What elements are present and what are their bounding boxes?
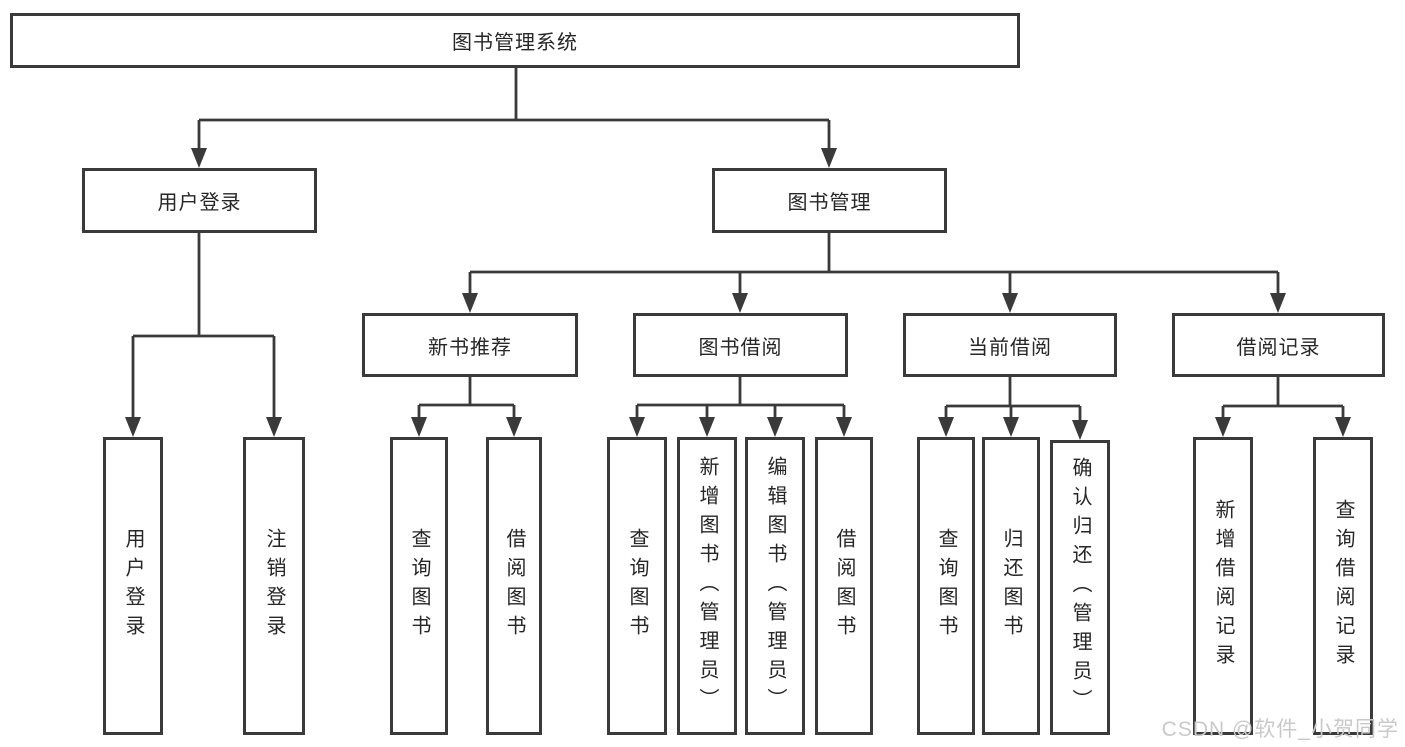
leaf-logout-label: 注销登录 — [263, 528, 285, 644]
connector-user-login — [131, 233, 276, 425]
node-book-management-label: 图书管理 — [787, 192, 872, 214]
leaf-query-borrow-record-label: 查询借阅记录 — [1332, 499, 1354, 673]
leaf-return-books: 归还图书 — [982, 437, 1040, 735]
node-book-management: 图书管理 — [712, 168, 947, 233]
leaf-borrow-books-borrow-label: 借阅图书 — [833, 528, 855, 644]
arrow-down-icon — [629, 417, 645, 437]
node-new-book-recommend-label: 新书推荐 — [428, 336, 512, 359]
node-root-label: 图书管理系统 — [452, 32, 578, 54]
leaf-add-books-admin-label: 新增图书（管理员） — [696, 455, 718, 717]
leaf-add-books-admin: 新增图书（管理员） — [677, 437, 737, 735]
node-root: 图书管理系统 — [10, 13, 1020, 68]
arrow-down-icon — [1002, 293, 1018, 313]
connector-new-book — [417, 377, 516, 425]
connector-book-management — [468, 233, 1280, 301]
node-user-login: 用户登录 — [82, 168, 317, 233]
arrow-down-icon — [699, 417, 715, 437]
leaf-user-login-label: 用户登录 — [122, 528, 144, 644]
arrow-down-icon — [821, 148, 837, 168]
leaf-edit-books-admin-label: 编辑图书（管理员） — [764, 455, 786, 717]
leaf-confirm-return-admin: 确认归还（管理员） — [1050, 440, 1110, 735]
arrowheads — [125, 148, 1351, 440]
arrow-down-icon — [732, 293, 748, 313]
arrow-down-icon — [125, 417, 141, 437]
leaf-query-books-current: 查询图书 — [917, 437, 975, 735]
leaf-user-login: 用户登录 — [103, 437, 163, 735]
leaf-query-books-recommend: 查询图书 — [390, 437, 448, 735]
leaf-query-books-borrow: 查询图书 — [607, 437, 667, 735]
leaf-edit-books-admin: 编辑图书（管理员） — [745, 437, 805, 735]
csdn-watermark: CSDN @软件_小贺同学 — [1161, 718, 1399, 741]
leaf-confirm-return-admin-label: 确认归还（管理员） — [1069, 457, 1091, 718]
leaf-return-books-label: 归还图书 — [1000, 528, 1022, 644]
node-user-login-label: 用户登录 — [157, 192, 242, 214]
arrow-down-icon — [938, 417, 954, 437]
arrow-down-icon — [767, 417, 783, 437]
arrow-down-icon — [1003, 417, 1019, 437]
leaf-borrow-books-borrow: 借阅图书 — [815, 437, 873, 735]
connector-root — [197, 68, 831, 156]
arrow-down-icon — [836, 417, 852, 437]
leaf-query-borrow-record: 查询借阅记录 — [1313, 437, 1373, 735]
node-book-borrow-label: 图书借阅 — [698, 336, 783, 359]
leaf-add-borrow-record-label: 新增借阅记录 — [1212, 499, 1234, 673]
leaf-query-books-recommend-label: 查询图书 — [408, 528, 430, 644]
arrow-down-icon — [1270, 293, 1286, 313]
arrow-down-icon — [266, 417, 282, 437]
node-borrow-records-label: 借阅记录 — [1236, 336, 1321, 359]
leaf-query-books-current-label: 查询图书 — [935, 528, 957, 644]
arrow-down-icon — [191, 148, 207, 168]
arrow-down-icon — [411, 417, 427, 437]
arrow-down-icon — [1215, 417, 1231, 437]
leaf-add-borrow-record: 新增借阅记录 — [1193, 437, 1253, 735]
arrow-down-icon — [462, 293, 478, 313]
node-current-borrow: 当前借阅 — [903, 313, 1117, 377]
node-book-borrow: 图书借阅 — [633, 313, 848, 377]
node-current-borrow-label: 当前借阅 — [968, 336, 1052, 359]
connector-book-borrow — [635, 377, 846, 425]
connector-borrow-records — [1221, 377, 1345, 425]
node-borrow-records: 借阅记录 — [1172, 313, 1385, 377]
connector-current-borrow — [944, 377, 1082, 428]
node-new-book-recommend: 新书推荐 — [362, 313, 578, 377]
arrow-down-icon — [1335, 417, 1351, 437]
arrow-down-icon — [1072, 420, 1088, 440]
leaf-borrow-books-recommend: 借阅图书 — [486, 437, 542, 735]
leaf-borrow-books-recommend-label: 借阅图书 — [503, 528, 525, 644]
arrow-down-icon — [506, 417, 522, 437]
leaf-query-books-borrow-label: 查询图书 — [626, 528, 648, 644]
leaf-logout: 注销登录 — [243, 437, 305, 735]
